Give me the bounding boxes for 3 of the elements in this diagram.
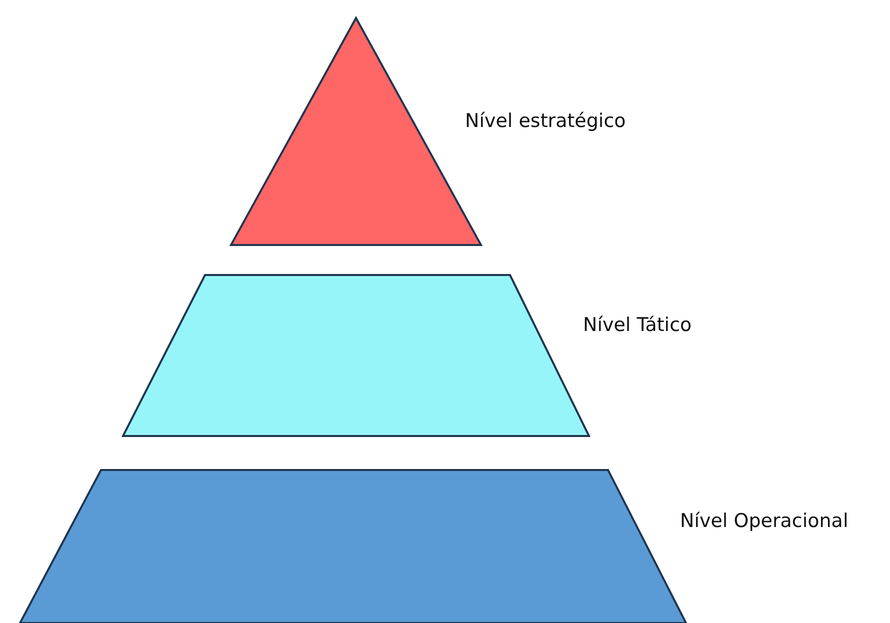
level-label: Nível Operacional <box>680 512 848 531</box>
level-label: Nível Tático <box>583 316 692 335</box>
level-label: Nível estratégico <box>465 112 626 131</box>
